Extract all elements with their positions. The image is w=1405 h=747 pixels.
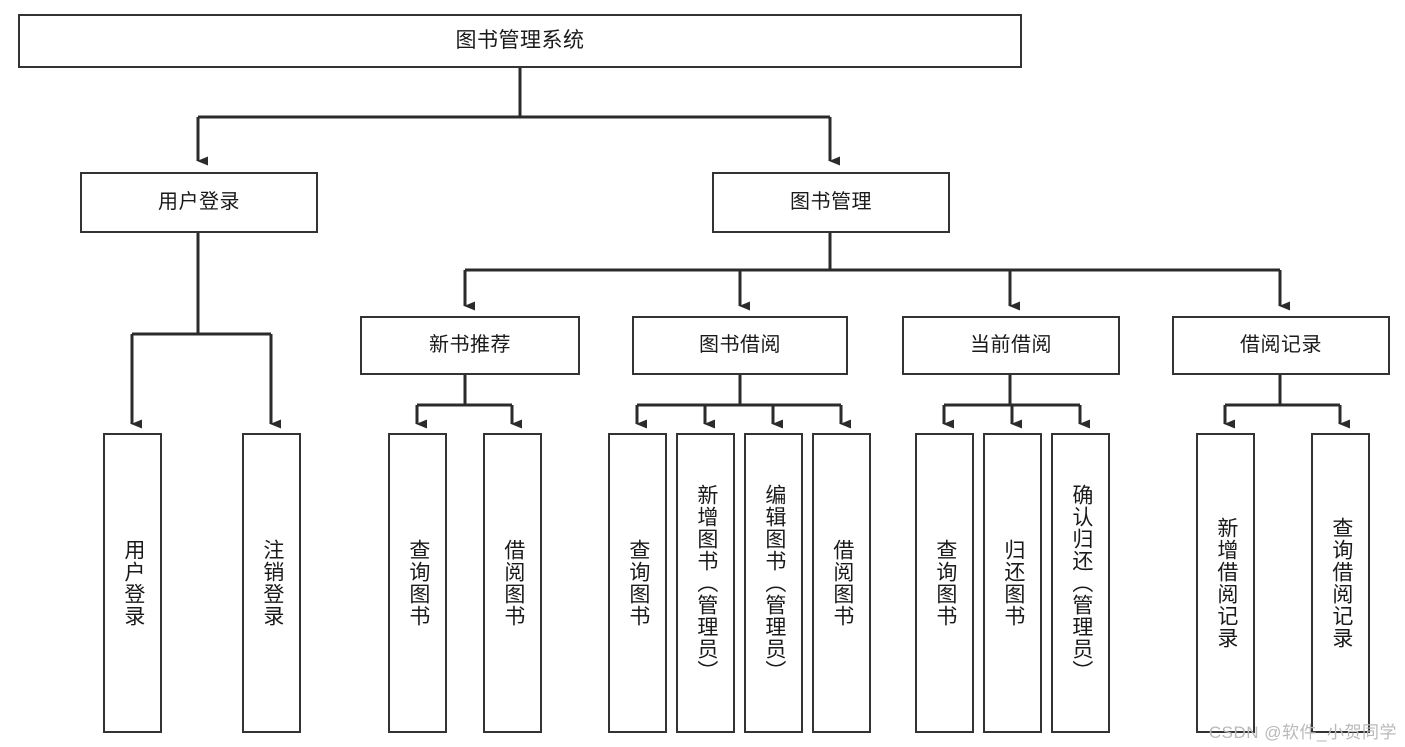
node-label: 借阅图书 xyxy=(830,539,854,627)
node-book-management[interactable]: 图书管理 xyxy=(712,172,950,233)
leaf-query-borrow-record[interactable]: 查询借阅记录 xyxy=(1311,433,1370,733)
node-label: 编辑图书（管理员） xyxy=(762,484,786,682)
node-label: 新书推荐 xyxy=(429,333,511,356)
leaf-query-book-recommend[interactable]: 查询图书 xyxy=(388,433,447,733)
node-borrow-record[interactable]: 借阅记录 xyxy=(1172,316,1390,375)
node-user-login[interactable]: 用户登录 xyxy=(80,172,318,233)
leaf-confirm-return-admin[interactable]: 确认归还（管理员） xyxy=(1051,433,1110,733)
node-label: 查询图书 xyxy=(626,539,650,627)
node-root-book-management-system[interactable]: 图书管理系统 xyxy=(18,14,1022,68)
leaf-borrow-book-recommend[interactable]: 借阅图书 xyxy=(483,433,542,733)
node-book-borrow[interactable]: 图书借阅 xyxy=(632,316,848,375)
leaf-edit-book-admin[interactable]: 编辑图书（管理员） xyxy=(744,433,803,733)
node-label: 借阅记录 xyxy=(1240,333,1322,356)
node-new-book-recommendation[interactable]: 新书推荐 xyxy=(360,316,580,375)
node-label: 归还图书 xyxy=(1001,539,1025,627)
leaf-add-borrow-record[interactable]: 新增借阅记录 xyxy=(1196,433,1255,733)
leaf-query-book-current[interactable]: 查询图书 xyxy=(915,433,974,733)
node-label: 新增图书（管理员） xyxy=(694,484,718,682)
node-current-borrow[interactable]: 当前借阅 xyxy=(902,316,1120,375)
node-label: 新增借阅记录 xyxy=(1214,517,1238,649)
node-label: 借阅图书 xyxy=(501,539,525,627)
node-label: 查询图书 xyxy=(933,539,957,627)
csdn-watermark: CSDN @软件_小贺同学 xyxy=(1208,723,1397,742)
node-label: 注销登录 xyxy=(260,539,284,627)
node-label: 确认归还（管理员） xyxy=(1069,484,1093,682)
node-label: 用户登录 xyxy=(121,539,145,627)
leaf-logout[interactable]: 注销登录 xyxy=(242,433,301,733)
node-label: 图书管理系统 xyxy=(455,28,585,52)
node-label: 当前借阅 xyxy=(970,333,1052,356)
leaf-query-book-borrow[interactable]: 查询图书 xyxy=(608,433,667,733)
node-label: 图书借阅 xyxy=(699,333,781,356)
node-label: 查询借阅记录 xyxy=(1329,517,1353,649)
node-label: 图书管理 xyxy=(790,190,872,213)
leaf-borrow-book[interactable]: 借阅图书 xyxy=(812,433,871,733)
leaf-return-book[interactable]: 归还图书 xyxy=(983,433,1042,733)
node-label: 用户登录 xyxy=(158,190,240,213)
leaf-add-book-admin[interactable]: 新增图书（管理员） xyxy=(676,433,735,733)
leaf-user-login[interactable]: 用户登录 xyxy=(103,433,162,733)
node-label: 查询图书 xyxy=(406,539,430,627)
